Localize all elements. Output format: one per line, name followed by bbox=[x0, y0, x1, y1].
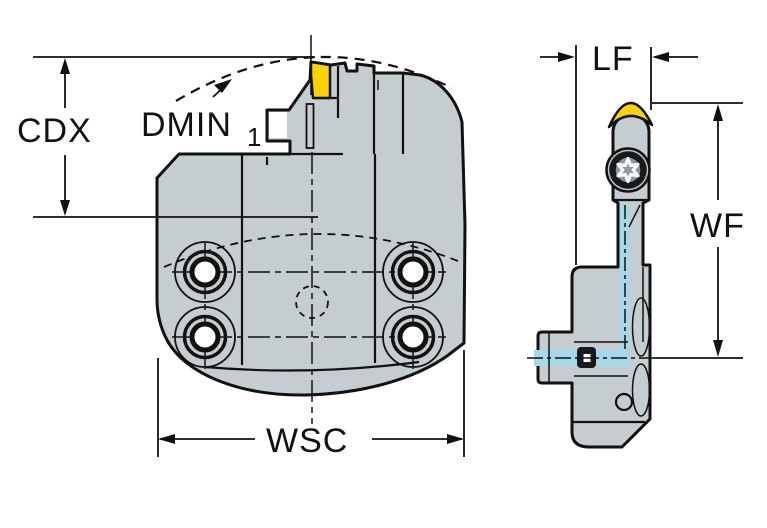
side-dimensions bbox=[540, 45, 743, 359]
front-body-silhouette bbox=[155, 60, 467, 397]
wsc-dimension bbox=[157, 350, 465, 457]
cdx-arrow-down bbox=[60, 200, 70, 216]
bore-ellipse-lower bbox=[631, 363, 651, 417]
dmin-arrowhead bbox=[214, 79, 232, 93]
lf-arrow-right bbox=[558, 52, 575, 62]
bottom-face-chord bbox=[204, 360, 420, 372]
bore-ellipse-upper bbox=[631, 297, 651, 357]
torx-star bbox=[616, 156, 640, 184]
wsc-label: WSC bbox=[266, 422, 348, 460]
cutting-insert-side bbox=[607, 101, 654, 129]
head-edge-lines bbox=[290, 66, 405, 156]
torx-screw bbox=[605, 147, 651, 193]
cdx-dimension bbox=[33, 56, 318, 218]
dmin-leader bbox=[212, 79, 232, 98]
side-view bbox=[527, 101, 654, 449]
dmin-label-subscript: 1 bbox=[247, 122, 261, 152]
pin-hole bbox=[614, 392, 634, 412]
mounting-hole-bottom-right bbox=[382, 306, 444, 368]
insert-pocket-window bbox=[269, 112, 287, 138]
lf-dimension bbox=[540, 45, 698, 265]
front-dimensions bbox=[33, 56, 465, 457]
wf-dimension bbox=[652, 102, 743, 359]
front-view bbox=[155, 35, 467, 424]
body-surface-lines bbox=[240, 154, 377, 365]
wf-arrow-down bbox=[713, 340, 723, 357]
lf-arrow-left bbox=[652, 52, 669, 62]
shank-dashed-arc bbox=[163, 233, 464, 268]
dimension-labels: CDX DMIN 1 WSC LF WF bbox=[17, 40, 745, 460]
wsc-arrow-left bbox=[158, 434, 175, 444]
wf-arrow-up bbox=[713, 104, 723, 121]
lf-label: LF bbox=[592, 40, 634, 78]
mounting-hole-top-right bbox=[382, 241, 444, 303]
wf-label: WF bbox=[690, 207, 745, 245]
dmin-label: DMIN bbox=[141, 106, 232, 144]
blade-edge-lines bbox=[628, 204, 644, 342]
mounting-hole-top-left bbox=[174, 241, 236, 303]
screw-slot-lines bbox=[574, 341, 628, 377]
wsc-arrow-right bbox=[447, 434, 464, 444]
cutting-insert-front bbox=[309, 60, 332, 100]
insert-seat bbox=[305, 103, 315, 149]
cdx-label: CDX bbox=[17, 112, 92, 150]
cdx-arrow-up bbox=[60, 58, 70, 74]
hole-column-centerlines bbox=[204, 243, 414, 369]
mounting-hole-bottom-left bbox=[174, 306, 236, 368]
